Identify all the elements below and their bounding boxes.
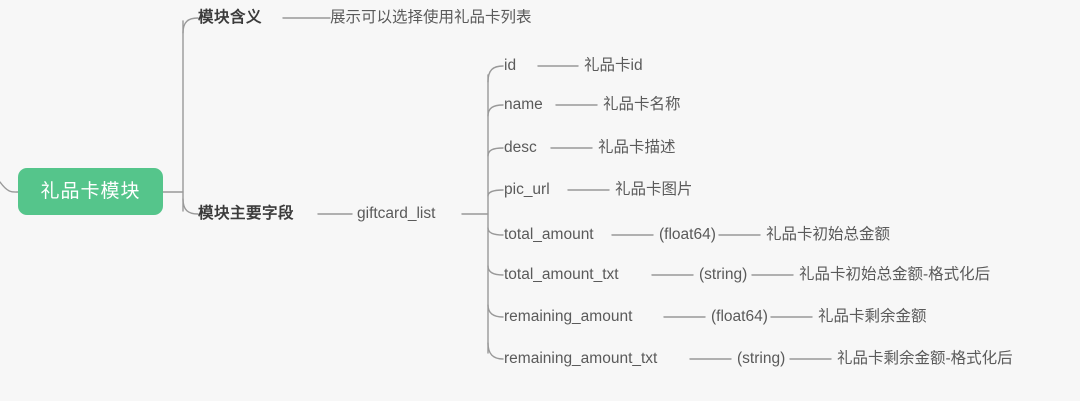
field-type-label: (float64) [659, 226, 716, 243]
edge-trunk-to-branch-2 [182, 198, 199, 215]
branch-title-main-fields[interactable]: 模块主要字段 [198, 206, 294, 222]
field-desc-label: 礼品卡初始总金额 [766, 226, 891, 243]
branch-value-giftcard-list[interactable]: giftcard_list [357, 206, 435, 222]
edge-spine-to-field-4 [487, 227, 504, 236]
field-type-total-amount-txt[interactable]: (string) [699, 267, 747, 283]
root-node-label: 礼品卡模块 [40, 181, 141, 202]
field-desc-label: 礼品卡名称 [603, 96, 681, 113]
field-desc-label: 礼品卡id [584, 57, 643, 74]
field-name-label: total_amount_txt [504, 266, 619, 283]
root-node[interactable]: 礼品卡模块 [18, 168, 163, 215]
field-desc-pic-url[interactable]: 礼品卡图片 [615, 182, 693, 198]
field-name-label: id [504, 57, 517, 74]
field-desc-desc[interactable]: 礼品卡描述 [598, 140, 676, 156]
field-name-remaining-amount-txt[interactable]: remaining_amount_txt [504, 351, 657, 367]
branch-value-module-meaning[interactable]: 展示可以选择使用礼品卡列表 [330, 10, 532, 26]
field-name-label: desc [504, 139, 537, 156]
field-desc-label: 礼品卡剩余金额 [818, 308, 927, 325]
field-desc-total-amount[interactable]: 礼品卡初始总金额 [766, 227, 890, 243]
field-name-name[interactable]: name [504, 97, 543, 113]
field-desc-name[interactable]: 礼品卡名称 [603, 97, 681, 113]
field-desc-label: 礼品卡图片 [615, 181, 693, 198]
field-type-label: (string) [737, 350, 786, 367]
edge-spine-to-field-6 [487, 304, 504, 318]
field-name-total-amount[interactable]: total_amount [504, 227, 594, 243]
field-type-total-amount[interactable]: (float64) [659, 227, 716, 243]
edge-trunk-to-branch-1 [182, 17, 199, 34]
field-desc-label: 礼品卡剩余金额-格式化后 [837, 350, 1013, 367]
field-name-label: pic_url [504, 181, 550, 198]
field-name-label: remaining_amount_txt [504, 350, 658, 367]
field-desc-label: 礼品卡描述 [598, 139, 676, 156]
field-name-total-amount-txt[interactable]: total_amount_txt [504, 267, 619, 283]
field-type-label: (float64) [711, 308, 768, 325]
branch-title-label: 模块含义 [198, 9, 263, 26]
edge-spine-to-field-7 [487, 342, 504, 360]
branch-title-label: 模块主要字段 [198, 205, 295, 222]
edge-parent-in [0, 181, 19, 193]
field-desc-total-amount-txt[interactable]: 礼品卡初始总金额-格式化后 [799, 267, 990, 283]
branch-title-module-meaning[interactable]: 模块含义 [198, 10, 262, 26]
field-name-label: name [504, 96, 543, 113]
branch-value-label: giftcard_list [357, 205, 436, 222]
field-type-remaining-amount[interactable]: (float64) [711, 309, 768, 325]
field-desc-id[interactable]: 礼品卡id [584, 58, 643, 74]
edge-spine-to-field-0 [487, 65, 504, 83]
edge-spine-to-field-1 [487, 104, 504, 117]
edge-spine-to-field-5 [487, 265, 504, 276]
field-name-id[interactable]: id [504, 58, 516, 74]
field-desc-remaining-amount-txt[interactable]: 礼品卡剩余金额-格式化后 [837, 351, 1013, 367]
edge-spine-to-field-2 [487, 147, 504, 157]
field-desc-remaining-amount[interactable]: 礼品卡剩余金额 [818, 309, 927, 325]
field-name-label: remaining_amount [504, 308, 633, 325]
field-desc-label: 礼品卡初始总金额-格式化后 [799, 266, 991, 283]
field-type-label: (string) [699, 266, 748, 283]
edge-spine-to-field-3 [487, 189, 504, 197]
field-name-label: total_amount [504, 226, 594, 243]
field-name-remaining-amount[interactable]: remaining_amount [504, 309, 632, 325]
branch-value-label: 展示可以选择使用礼品卡列表 [330, 9, 532, 26]
field-name-pic-url[interactable]: pic_url [504, 182, 550, 198]
field-type-remaining-amount-txt[interactable]: (string) [737, 351, 785, 367]
field-name-desc[interactable]: desc [504, 140, 537, 156]
